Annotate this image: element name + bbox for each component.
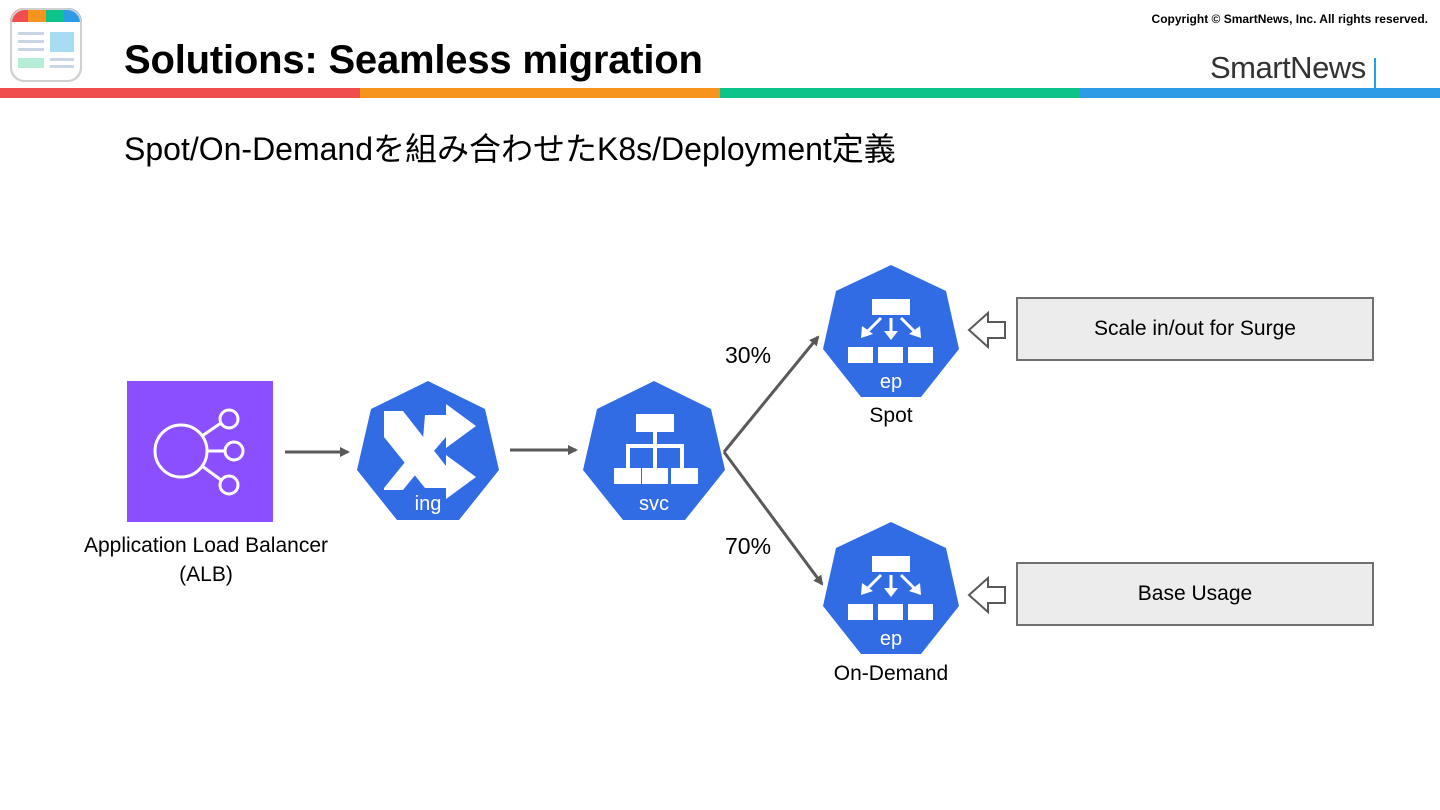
ondemand-endpoint-node: ep [823,522,959,654]
copyright-notice: Copyright © SmartNews, Inc. All rights r… [1151,12,1428,26]
shuffle-icon [384,404,476,499]
load-balancer-icon [153,408,245,496]
ingress-tag: ing [415,493,442,515]
alb-label: Application Load Balancer (ALB) [60,534,352,587]
arrow-svc-to-spot [722,335,820,453]
service-node: svc [583,381,725,520]
brand-wordmark: SmartNews [1210,50,1366,85]
endpoint-icon [848,299,933,363]
hollow-arrow-base [967,575,1006,615]
ondemand-tag: ep [880,628,902,650]
surge-box [1016,297,1374,361]
spot-percent: 30% [725,342,772,368]
endpoint-icon [848,556,933,620]
ondemand-label: On-Demand [833,662,949,685]
alb-label-line2: (ALB) [179,563,233,586]
slide-title: Solutions: Seamless migration [124,38,703,82]
hollow-arrow-surge [967,310,1006,350]
header-stripe-blue [1080,88,1440,98]
alb-label-line1: Application Load Balancer [83,534,328,557]
service-tag: svc [639,493,669,515]
slide-subtitle: Spot/On-Demandを組み合わせたK8s/Deployment定義 [124,131,896,167]
header-stripe-red [0,88,360,98]
base-box [1016,562,1374,626]
spot-tag: ep [880,371,902,393]
ondemand-percent: 70% [725,533,772,559]
alb-node [127,381,273,522]
arrow-svc-to-ondemand [722,451,824,586]
spot-label: Spot [869,404,913,427]
ingress-node: ing [357,381,499,520]
smartnews-app-icon [10,8,82,82]
surge-box-label: Scale in/out for Surge [1094,317,1296,340]
base-box-label: Base Usage [1137,582,1253,605]
brand-cursor-bar [1374,58,1376,88]
header-stripe-green [720,88,1080,98]
header-stripe-orange [360,88,720,98]
hierarchy-icon [614,414,698,484]
spot-endpoint-node: ep [823,265,959,397]
